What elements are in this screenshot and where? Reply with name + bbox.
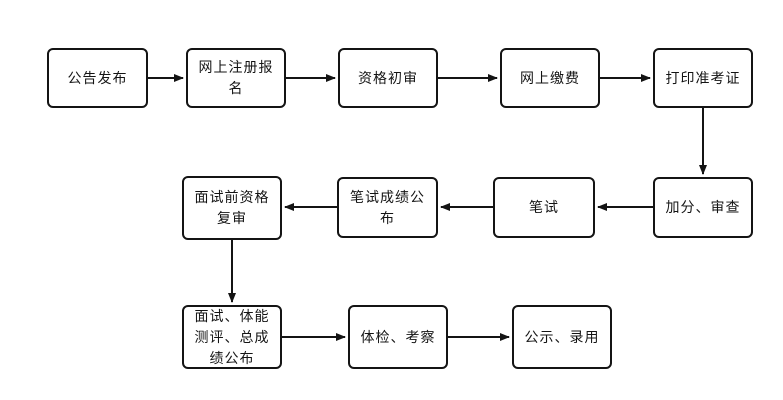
flow-node-publicity-employment: 公示、录用 [512, 305, 612, 369]
flow-node-announcement: 公告发布 [47, 48, 148, 108]
flow-node-print-admission-ticket: 打印准考证 [653, 48, 753, 108]
flow-node-bonus-points-review: 加分、审查 [653, 177, 753, 238]
flow-node-interview-fitness-total-results: 面试、体能测评、总成绩公布 [182, 305, 282, 369]
flow-node-physical-exam-inspection: 体检、考察 [348, 305, 448, 369]
flow-node-pre-interview-qualification-recheck: 面试前资格复审 [182, 176, 282, 240]
flow-node-written-exam: 笔试 [493, 177, 595, 238]
flow-node-online-registration: 网上注册报名 [186, 48, 286, 108]
flow-node-written-exam-results: 笔试成绩公布 [337, 177, 438, 238]
flow-node-preliminary-qualification-review: 资格初审 [338, 48, 438, 108]
flow-node-online-payment: 网上缴费 [500, 48, 600, 108]
